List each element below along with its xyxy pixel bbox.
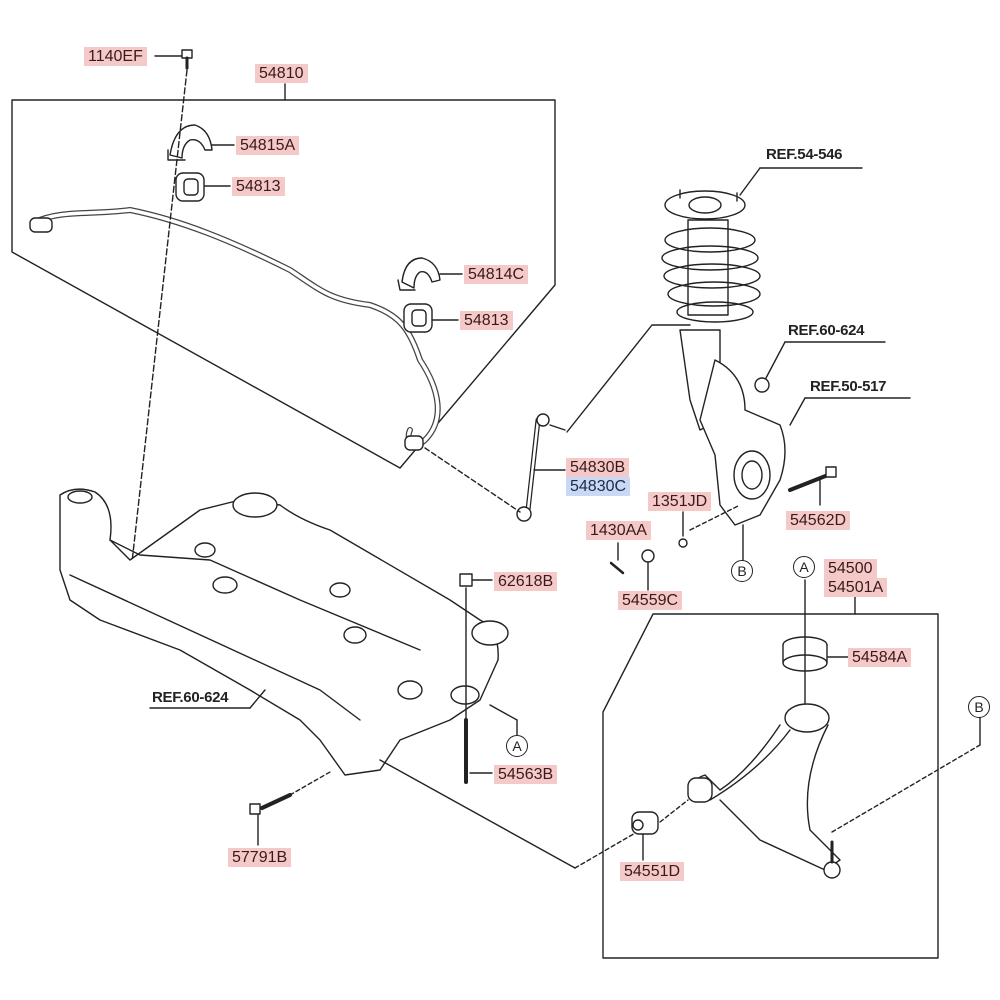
part-label-54813-lower[interactable]: 54813	[460, 311, 513, 330]
bracket-54814C-icon	[397, 257, 441, 291]
part-label-54559C[interactable]: 54559C	[618, 591, 683, 610]
part-label-54814C[interactable]: 54814C	[464, 265, 529, 284]
nut-ref-60-624-icon	[754, 377, 770, 393]
nut-62618B-icon	[459, 573, 473, 587]
bracket-54815A-icon	[167, 124, 213, 161]
ref-label-54-546[interactable]: REF.54-546	[766, 146, 843, 163]
marker-b-knuckle: B	[731, 560, 753, 582]
part-label-54830B[interactable]: 54830B	[566, 458, 630, 477]
part-label-54501A[interactable]: 54501A	[824, 578, 888, 597]
part-label-1140EF[interactable]: 1140EF	[84, 47, 147, 66]
marker-a-lower-arm: A	[793, 556, 815, 578]
lower-arm-group-frame	[602, 613, 939, 959]
part-label-57791B[interactable]: 57791B	[228, 848, 292, 867]
stabilizer-end-left	[29, 217, 53, 233]
stabilizer-link-icon	[516, 413, 566, 522]
stabilizer-group-frame	[11, 99, 556, 469]
marker-a-crossmember: A	[506, 735, 528, 757]
crossmember-icon	[59, 488, 509, 776]
ref-label-50-517[interactable]: REF.50-517	[810, 378, 887, 395]
part-label-54830C[interactable]: 54830C	[566, 477, 631, 496]
part-label-54810[interactable]: 54810	[255, 64, 308, 83]
marker-b-ball-joint: B	[968, 696, 990, 718]
pin-1430AA-icon	[609, 561, 625, 575]
bolt-57791B-icon	[249, 793, 292, 815]
part-label-54500[interactable]: 54500	[824, 559, 877, 578]
nut-54559C-icon	[641, 549, 655, 563]
part-label-54562D[interactable]: 54562D	[786, 511, 851, 530]
part-label-54813-upper[interactable]: 54813	[232, 177, 285, 196]
part-label-1351JD[interactable]: 1351JD	[648, 492, 712, 511]
part-label-54815A[interactable]: 54815A	[236, 136, 300, 155]
part-label-1430AA[interactable]: 1430AA	[586, 521, 651, 540]
bushing-54813-icon	[175, 172, 205, 202]
steering-knuckle-icon	[699, 359, 786, 526]
part-label-54551D[interactable]: 54551D	[620, 862, 685, 881]
part-label-62618B[interactable]: 62618B	[494, 572, 558, 591]
lower-control-arm-icon	[687, 703, 841, 879]
nut-1351JD-icon	[678, 538, 688, 548]
part-label-54584A[interactable]: 54584A	[848, 648, 912, 667]
ref-label-60-624-lower[interactable]: REF.60-624	[152, 689, 229, 706]
bolt-54562D-icon	[788, 466, 837, 492]
stabilizer-end-right	[404, 435, 424, 451]
bushing-54551D-icon	[631, 811, 659, 835]
part-label-54563B[interactable]: 54563B	[494, 765, 558, 784]
bolt-1140EF-icon	[181, 49, 193, 70]
ref-label-60-624-upper[interactable]: REF.60-624	[788, 322, 865, 339]
bushing-54813b-icon	[403, 303, 433, 333]
